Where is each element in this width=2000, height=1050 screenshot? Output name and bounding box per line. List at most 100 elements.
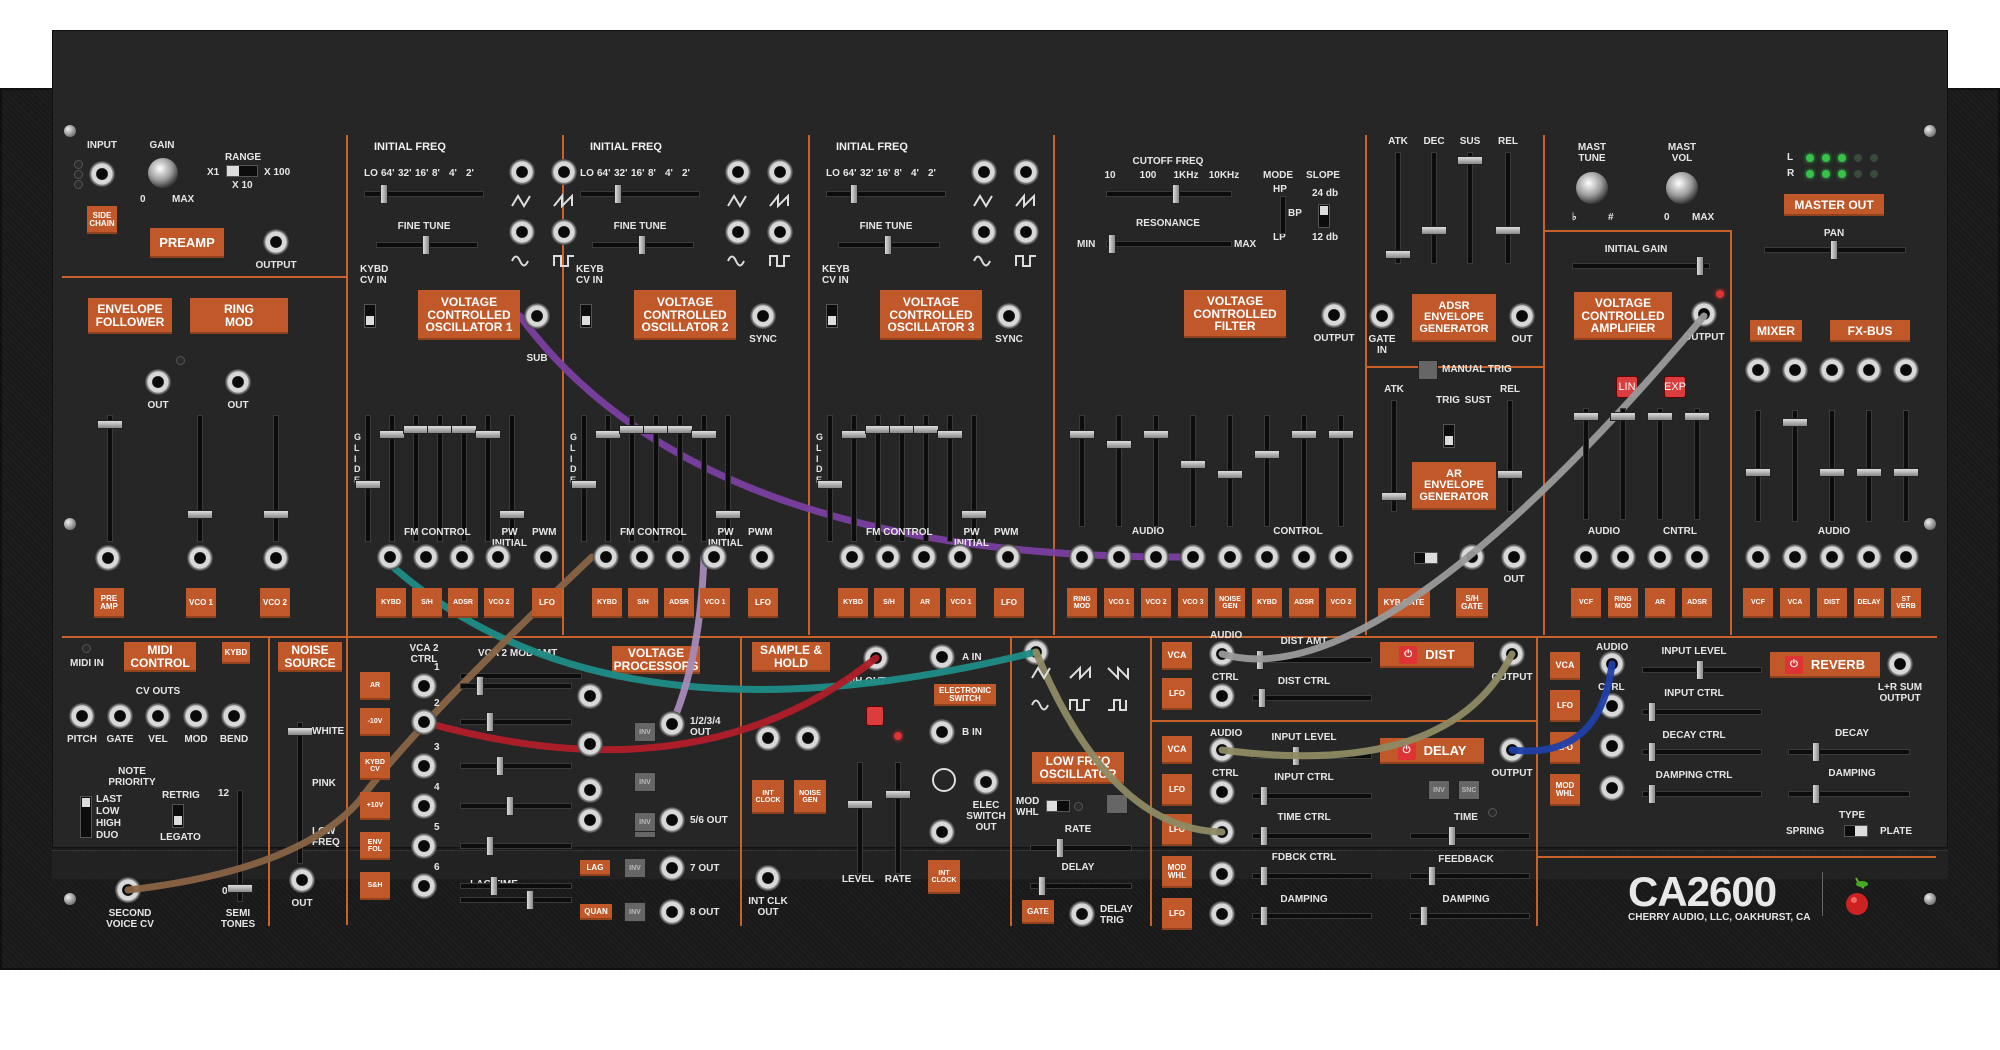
master-input-jack[interactable] [1782,544,1808,570]
slider-cap[interactable] [1260,906,1268,926]
mixer-in-jack[interactable] [1782,357,1808,383]
elec-switch-out-jack[interactable] [973,769,999,795]
vp-mid-jack[interactable] [577,683,603,709]
reverb-decay-slider[interactable] [1788,749,1910,755]
adsr-gate-in-jack[interactable] [1369,303,1395,329]
vco-initial-freq-slider[interactable] [580,191,700,197]
master-input-jack[interactable] [1856,544,1882,570]
slider-cap[interactable] [1172,184,1180,204]
vco-mod-slider[interactable] [485,415,491,542]
slider-cap[interactable] [422,235,430,255]
vca-input-jack[interactable] [1647,544,1673,570]
slider-cap[interactable] [1856,468,1882,477]
lfo-delay-slider[interactable] [1030,883,1132,889]
lfo-mod-whl-switch[interactable] [1046,800,1070,812]
vco-wave-out-jack[interactable] [971,159,997,185]
master-input-jack[interactable] [1819,544,1845,570]
slider-cap[interactable] [1648,784,1656,804]
slider-cap[interactable] [850,184,858,204]
sh-trigger-in-jack[interactable] [795,725,821,751]
sync-jack[interactable] [996,303,1022,329]
adsr-out-jack[interactable] [1509,303,1535,329]
slider-cap[interactable] [1292,746,1300,766]
mixer-slider[interactable] [1866,410,1872,522]
slider-cap[interactable] [287,727,313,736]
midi-gate-jack[interactable] [107,703,133,729]
preamp-input-jack[interactable] [89,161,115,187]
reverb-decay-ctrl-slider[interactable] [1642,749,1762,755]
slider-cap[interactable] [1420,906,1428,926]
mixer-in-jack[interactable] [1819,357,1845,383]
retrig-switch[interactable] [172,804,184,828]
slider-cap[interactable] [1830,240,1838,260]
ar-gate-switch[interactable] [1414,552,1438,564]
slider-cap[interactable] [427,425,453,434]
vco-wave-out-jack[interactable] [971,219,997,245]
vp-input-jack[interactable] [411,673,437,699]
slider-cap[interactable] [619,425,645,434]
resonance-slider[interactable] [1106,241,1232,247]
vco-wave-out-jack[interactable] [551,159,577,185]
mixer-slider[interactable] [1829,410,1835,522]
ring-mod-in1-jack[interactable] [187,545,213,571]
vco-mod-slider[interactable] [509,415,515,542]
fm-input-jack[interactable] [485,544,511,570]
lfo-rate-slider[interactable] [1030,845,1132,851]
lin-button[interactable]: LIN [1616,376,1638,398]
slider-cap[interactable] [1143,430,1169,439]
fm-input-jack[interactable] [911,544,937,570]
vco-cv-switch[interactable] [826,304,838,328]
vco-mod-slider[interactable] [899,415,905,542]
fm-input-jack[interactable] [839,544,865,570]
vcf-mod-slider[interactable] [1116,415,1122,527]
mixer-in-jack[interactable] [1893,357,1919,383]
vca-mod-slider[interactable] [1657,408,1663,520]
vp-out-56-jack[interactable] [659,807,685,833]
delay-damping-jack[interactable] [1209,901,1235,927]
vco-wave-out-jack[interactable] [1013,219,1039,245]
vco-wave-out-jack[interactable] [767,219,793,245]
sh-sample-in-jack[interactable] [755,725,781,751]
mast-tune-knob[interactable] [1576,172,1608,204]
master-input-jack[interactable] [1745,544,1771,570]
ar-out-jack[interactable] [1501,544,1527,570]
slider-cap[interactable] [1056,838,1064,858]
slider-cap[interactable] [1648,742,1656,762]
delay-trig-jack[interactable] [1069,901,1095,927]
slope-switch[interactable] [1318,204,1330,228]
slider-cap[interactable] [1696,660,1704,680]
ring-mod-slider-1[interactable] [197,415,203,542]
vco-mod-slider[interactable] [437,415,443,542]
slider-cap[interactable] [1573,412,1599,421]
adsr-atk-slider[interactable] [1395,152,1401,264]
slider-cap[interactable] [486,836,494,856]
slider-cap[interactable] [638,235,646,255]
slider-cap[interactable] [1819,468,1845,477]
inv-button[interactable]: INV [634,812,656,832]
slider-cap[interactable] [884,235,892,255]
slider-cap[interactable] [1328,430,1354,439]
slider-cap[interactable] [496,756,504,776]
vco-wave-out-jack[interactable] [1013,159,1039,185]
delay-time-slider[interactable] [1410,833,1530,839]
slider-cap[interactable] [1291,430,1317,439]
initial-gain-slider[interactable] [1572,263,1710,269]
slider-cap[interactable] [476,676,484,696]
master-input-jack[interactable] [1893,544,1919,570]
delay-input-ctrl-slider[interactable] [1252,793,1372,799]
slider-cap[interactable] [889,425,915,434]
ring-mod-out-jack[interactable] [225,369,251,395]
reverb-damping-ctrl-jack[interactable] [1599,775,1625,801]
slider-cap[interactable] [1893,468,1919,477]
slider-cap[interactable] [667,425,693,434]
cutoff-slider[interactable] [1106,191,1232,197]
vco-initial-freq-slider[interactable] [364,191,484,197]
delay-input-level-slider[interactable] [1252,753,1372,759]
noise-out-jack[interactable] [289,867,315,893]
mixer-in-jack[interactable] [1856,357,1882,383]
ar-rel-slider[interactable] [1507,400,1513,512]
reverb-decay-ctrl-jack[interactable] [1599,733,1625,759]
inv-button[interactable]: INV [624,902,646,922]
vcf-input-jack[interactable] [1254,544,1280,570]
midi-pitch-jack[interactable] [69,703,95,729]
